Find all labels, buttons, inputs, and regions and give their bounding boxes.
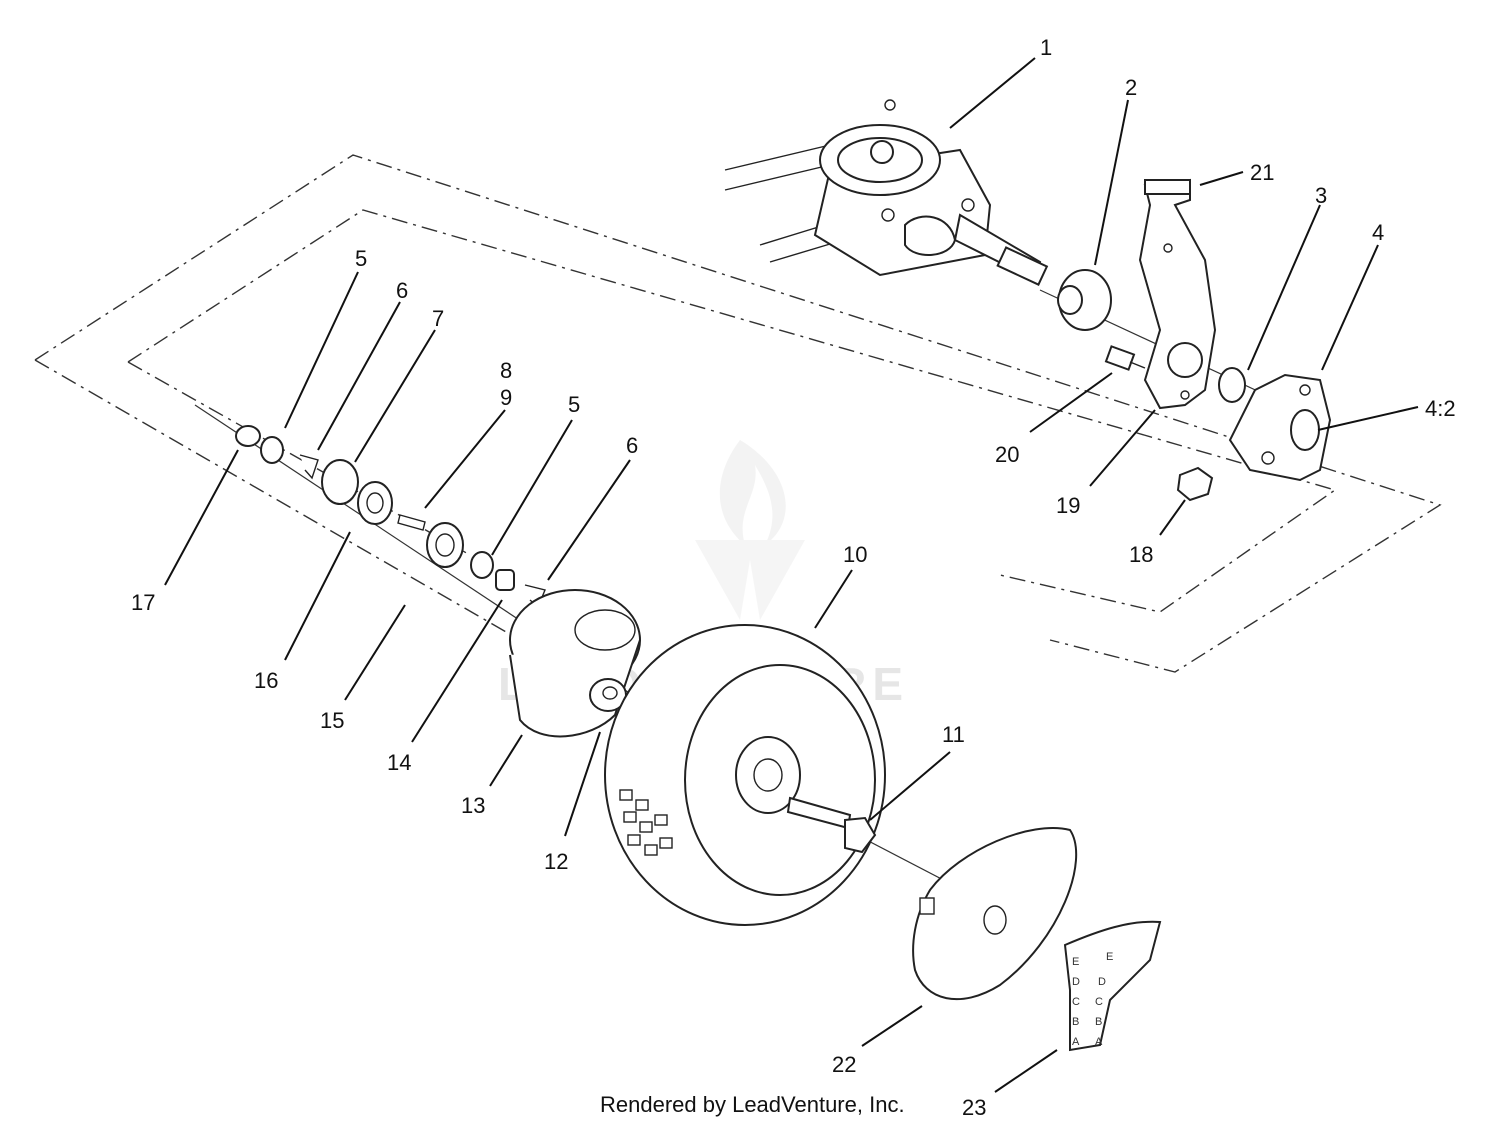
callout-6-upper: 6 [396, 278, 408, 303]
leader-lines [164, 57, 1419, 1093]
gear-cover-part [509, 589, 641, 738]
callout-5-lower: 5 [568, 392, 580, 417]
gauge-letter-e-left: E [1072, 956, 1079, 968]
inner-group-outline [127, 209, 1337, 613]
gauge-letter-c-left: C [1072, 996, 1080, 1008]
outer-group-outline [34, 154, 1442, 673]
callout-14: 14 [387, 750, 411, 775]
callout-2: 2 [1125, 75, 1137, 100]
callout-15: 15 [320, 708, 344, 733]
gauge-letter-a-right: A [1095, 1036, 1103, 1048]
callout-7: 7 [432, 306, 444, 331]
axle-bolt-part [786, 796, 877, 854]
callout-8: 8 [500, 358, 512, 383]
callout-10: 10 [843, 542, 867, 567]
washer-5b-part [470, 551, 494, 579]
pinion-gear-part [426, 522, 464, 568]
callout-23: 23 [962, 1095, 986, 1120]
callout-5-upper: 5 [355, 246, 367, 271]
callout-16: 16 [254, 668, 278, 693]
callout-4: 4 [1372, 220, 1384, 245]
washer-5-part [260, 436, 284, 464]
bushing-part [1057, 269, 1112, 331]
lower-left-outline [34, 359, 521, 641]
callout-4-2: 4:2 [1425, 396, 1456, 421]
pivot-plate-part [1228, 373, 1332, 482]
transmission-part [724, 99, 1049, 286]
credit-text: Rendered by LeadVenture, Inc. [600, 1092, 905, 1117]
key-8-part [397, 514, 426, 531]
watermark-logo [695, 440, 805, 620]
callout-9: 9 [500, 385, 512, 410]
height-adjust-bracket [1138, 178, 1217, 410]
washer-17-part [235, 425, 261, 447]
hubcap-plate-part [912, 827, 1078, 1001]
spacer-14-part [495, 569, 515, 591]
gauge-letter-b-left: B [1072, 1016, 1079, 1028]
gauge-letter-d-right: D [1098, 976, 1106, 988]
gauge-letter-c-right: C [1095, 996, 1103, 1008]
callout-12: 12 [544, 849, 568, 874]
callout-21: 21 [1250, 160, 1274, 185]
gauge-letter-d-left: D [1072, 976, 1080, 988]
callout-13: 13 [461, 793, 485, 818]
callout-18: 18 [1129, 542, 1153, 567]
bolt-part [1104, 345, 1146, 371]
height-knob-part: E D C B A E D C B A [1063, 920, 1162, 1052]
callout-22: 22 [832, 1052, 856, 1077]
callout-3: 3 [1315, 183, 1327, 208]
retaining-ring-part [1218, 367, 1246, 403]
gauge-letter-e-right: E [1106, 951, 1113, 963]
wheel-part [604, 624, 886, 926]
clip-6-part [299, 454, 319, 480]
callout-11: 11 [942, 722, 965, 747]
gauge-letter-b-right: B [1095, 1016, 1102, 1028]
callout-1: 1 [1040, 35, 1052, 60]
gauge-letter-a-left: A [1072, 1036, 1080, 1048]
lower-inner-outline [127, 361, 471, 556]
callout-labels: 1 2 21 3 4 4:2 20 19 18 5 6 7 8 9 5 6 17… [131, 35, 1456, 1120]
callout-20: 20 [995, 442, 1019, 467]
nut-part [1176, 466, 1214, 502]
bearing-7-part [321, 459, 359, 505]
callout-17: 17 [131, 590, 155, 615]
callout-6-lower: 6 [626, 433, 638, 458]
callout-19: 19 [1056, 493, 1080, 518]
